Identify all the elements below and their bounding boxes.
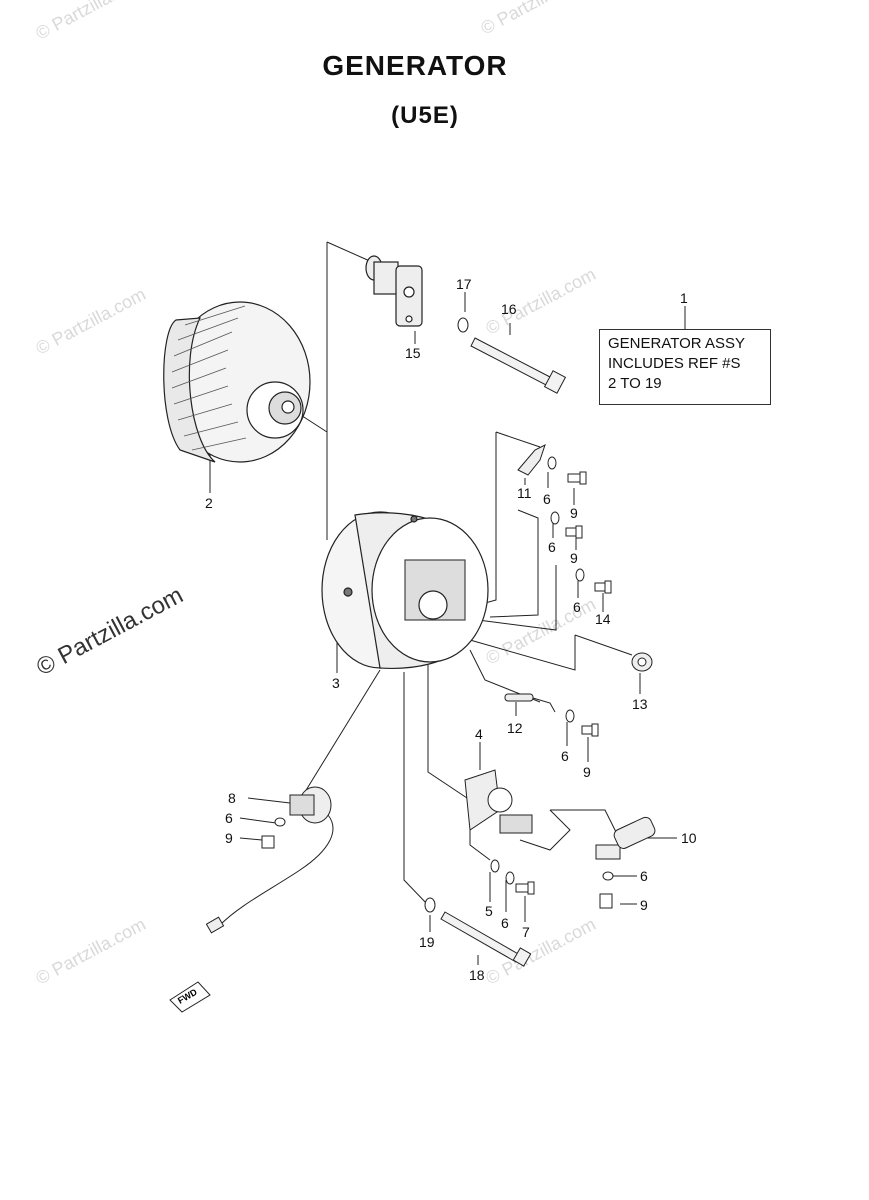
watermark: © Partzilla.com: [32, 0, 148, 44]
generator-assy-note: GENERATOR ASSY INCLUDES REF #S 2 TO 19: [599, 329, 771, 405]
sensor-part-8: [205, 786, 334, 934]
label-17: 17: [456, 276, 472, 292]
label-9c: 9: [583, 764, 591, 780]
label-6f: 6: [225, 810, 233, 826]
label-9a: 9: [570, 505, 578, 521]
page-title: GENERATOR: [322, 50, 508, 81]
label-10: 10: [681, 830, 697, 846]
label-2: 2: [205, 495, 213, 511]
long-bolt-part-18: [440, 911, 532, 967]
label-6b: 6: [548, 539, 556, 555]
label-6e: 6: [501, 915, 509, 931]
label-9d: 9: [225, 830, 233, 846]
label-9e: 9: [640, 897, 648, 913]
label-6a: 6: [543, 491, 551, 507]
label-11: 11: [517, 485, 532, 501]
bracket-part-4: [464, 769, 533, 834]
label-6g: 6: [640, 868, 648, 884]
label-13: 13: [632, 696, 648, 712]
label-12: 12: [507, 720, 523, 736]
label-6d: 6: [561, 748, 569, 764]
cap-part-13: [631, 652, 653, 672]
watermark: © Partzilla.com: [482, 594, 598, 669]
label-18: 18: [469, 967, 485, 983]
label-16: 16: [501, 301, 517, 317]
label-1: 1: [680, 290, 688, 306]
clip-part-11: [517, 444, 546, 476]
label-19: 19: [419, 934, 435, 950]
label-5: 5: [485, 903, 493, 919]
wire-part-12: [504, 693, 556, 713]
label-8: 8: [228, 790, 236, 806]
watermark-group: © Partzilla.com © Partzilla.com © Partzi…: [32, 0, 599, 989]
label-9b: 9: [570, 550, 578, 566]
page-subtitle: (U5E): [391, 102, 459, 129]
lead-part-10: [595, 816, 656, 860]
small-hardware: [261, 456, 614, 909]
note-line: 2 TO 19: [608, 375, 662, 392]
label-15: 15: [405, 345, 421, 361]
rotor-part-2: [163, 301, 311, 463]
note-line: INCLUDES REF #S: [608, 355, 741, 372]
watermark-large: © Partzilla.com: [32, 582, 187, 682]
washer-part-17: [457, 317, 469, 333]
washer-part-19: [424, 897, 436, 913]
forward-direction-marker: FWD: [169, 981, 211, 1013]
label-4: 4: [475, 726, 483, 742]
watermark: © Partzilla.com: [32, 914, 148, 989]
long-bolt-part-16: [470, 337, 567, 394]
watermark: © Partzilla.com: [477, 0, 593, 39]
label-7: 7: [522, 924, 530, 940]
watermark: © Partzilla.com: [482, 264, 598, 339]
label-14: 14: [595, 611, 611, 627]
label-3: 3: [332, 675, 340, 691]
label-6c: 6: [573, 599, 581, 615]
watermark: © Partzilla.com: [32, 284, 148, 359]
note-line: GENERATOR ASSY: [608, 335, 745, 352]
part-labels: 1 2 3 4 5 6 6 6 6 6 6 6 7 8 9 9 9 9 9 10…: [205, 276, 697, 983]
stator-housing-part-3: [321, 511, 489, 669]
brush-holder-part-15: [365, 255, 423, 327]
